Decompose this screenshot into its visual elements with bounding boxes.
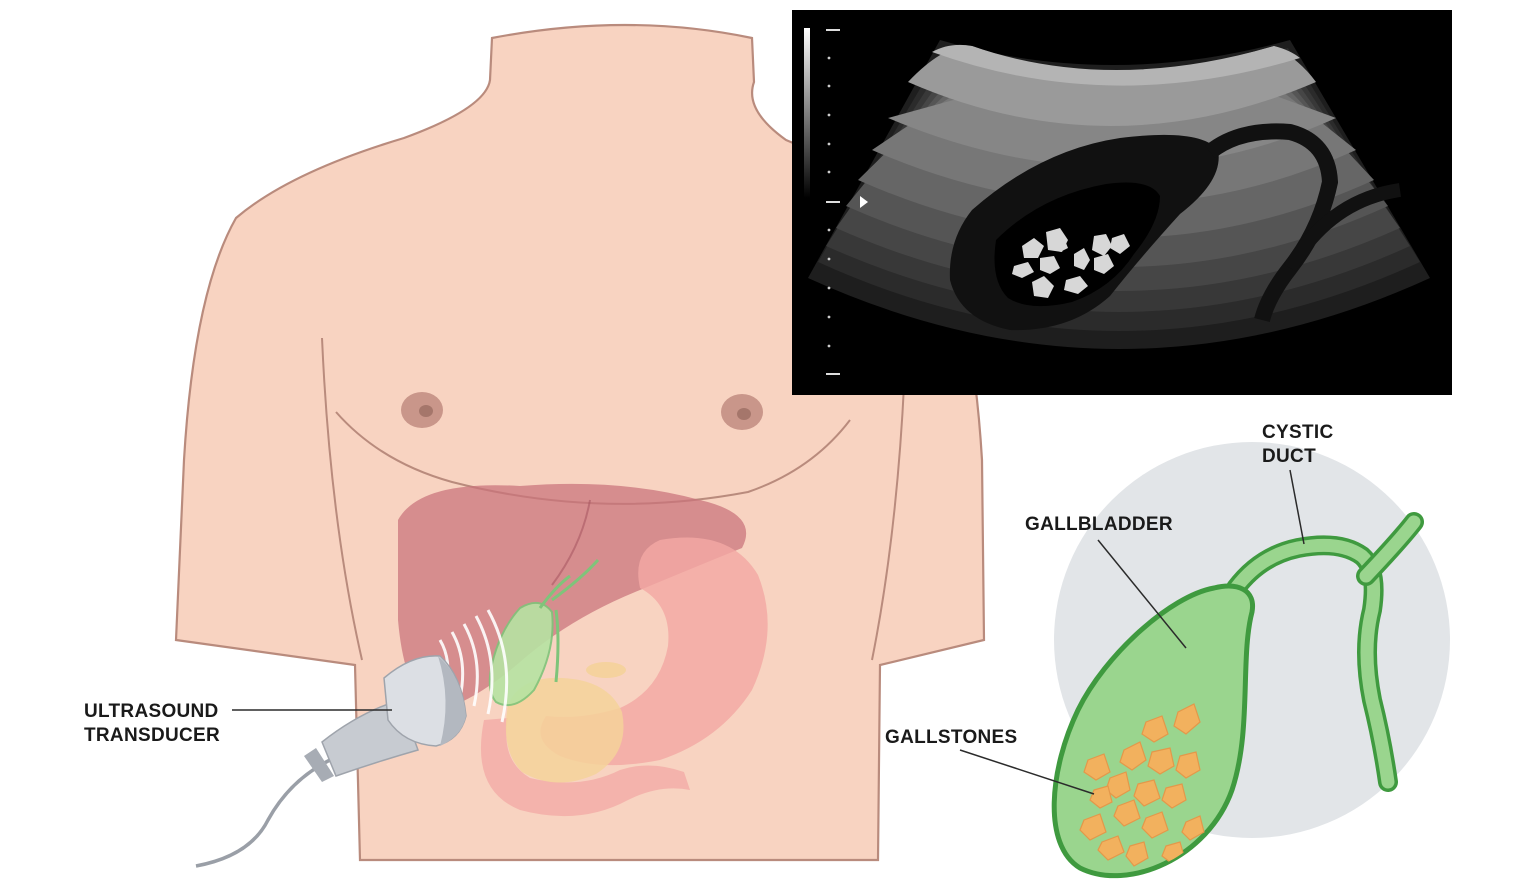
ultrasound-transducer bbox=[195, 655, 467, 868]
gallbladder-leader bbox=[1097, 539, 1187, 649]
left-arm-crease bbox=[321, 337, 363, 661]
left-nipple bbox=[401, 392, 443, 428]
right-nipple bbox=[721, 394, 763, 430]
cystic-duct-label-line1: CYSTIC bbox=[1262, 422, 1333, 443]
gallbladder-label: GALLBLADDER bbox=[1025, 514, 1173, 535]
transducer-label-line1: ULTRASOUND bbox=[84, 701, 219, 722]
ultrasound-image bbox=[792, 10, 1452, 395]
liver-lobe-line bbox=[551, 499, 591, 586]
transducer-cable bbox=[195, 758, 331, 868]
gallstones-label: GALLSTONES bbox=[885, 727, 1018, 748]
transducer-grip bbox=[304, 748, 334, 782]
transducer-label-line2: TRANSDUCER bbox=[84, 725, 220, 746]
transducer-face bbox=[438, 656, 466, 746]
body-bile-ducts bbox=[538, 559, 600, 683]
pancreas-tail bbox=[586, 662, 626, 678]
cystic-duct-label-line2: DUCT bbox=[1262, 446, 1316, 467]
gallstones-leader bbox=[959, 749, 1095, 795]
organs bbox=[398, 483, 768, 817]
gallbladder-detail bbox=[1051, 442, 1450, 879]
focus-marker-icon bbox=[860, 196, 868, 208]
ultrasound-depth-scale bbox=[804, 28, 868, 375]
duodenum bbox=[480, 718, 690, 817]
cystic-duct-leader bbox=[1289, 469, 1305, 545]
ultrasound-gallstones bbox=[1012, 228, 1130, 298]
stomach bbox=[540, 537, 768, 766]
pancreas bbox=[505, 677, 624, 783]
